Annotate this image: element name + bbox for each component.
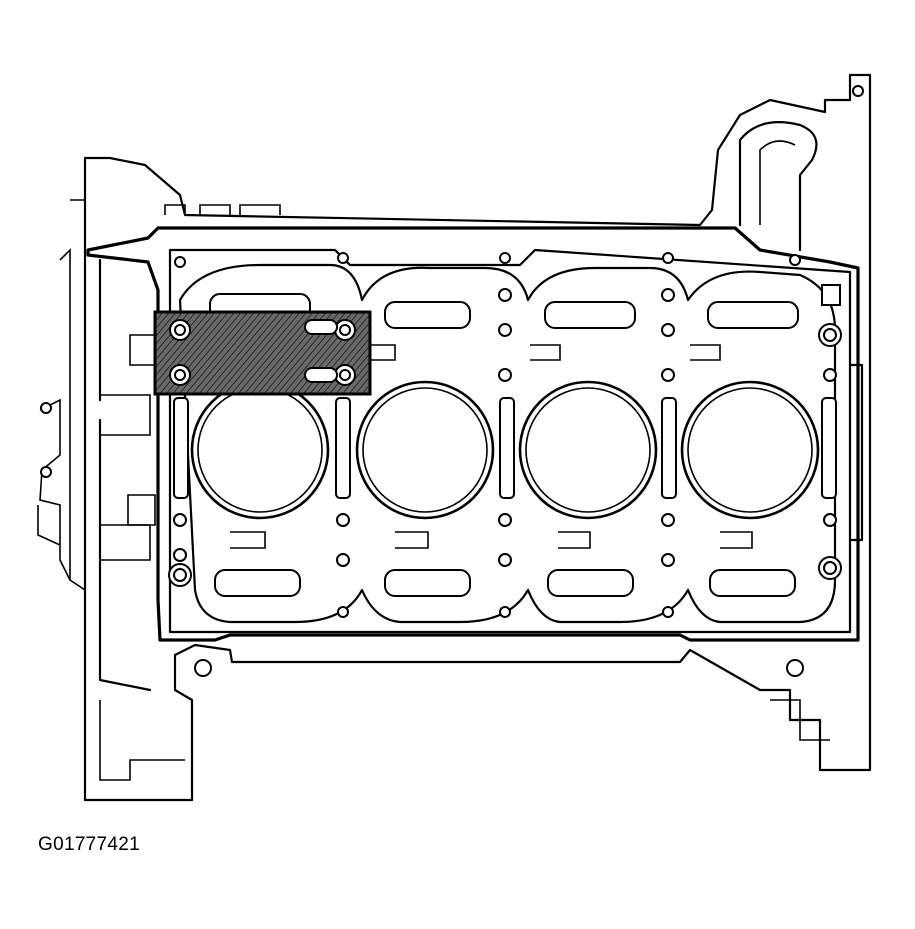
cylinder-bores — [190, 344, 820, 549]
block-outline — [37, 73, 872, 802]
highlighted-area — [153, 310, 372, 396]
coolant-slots-bottom — [214, 569, 796, 597]
head-bolt-holes — [168, 284, 842, 587]
deck-holes — [173, 252, 837, 618]
right-side-plate — [848, 363, 864, 542]
inter-bore-slots — [173, 397, 837, 499]
figure-id-label: G01777421 — [38, 834, 141, 855]
